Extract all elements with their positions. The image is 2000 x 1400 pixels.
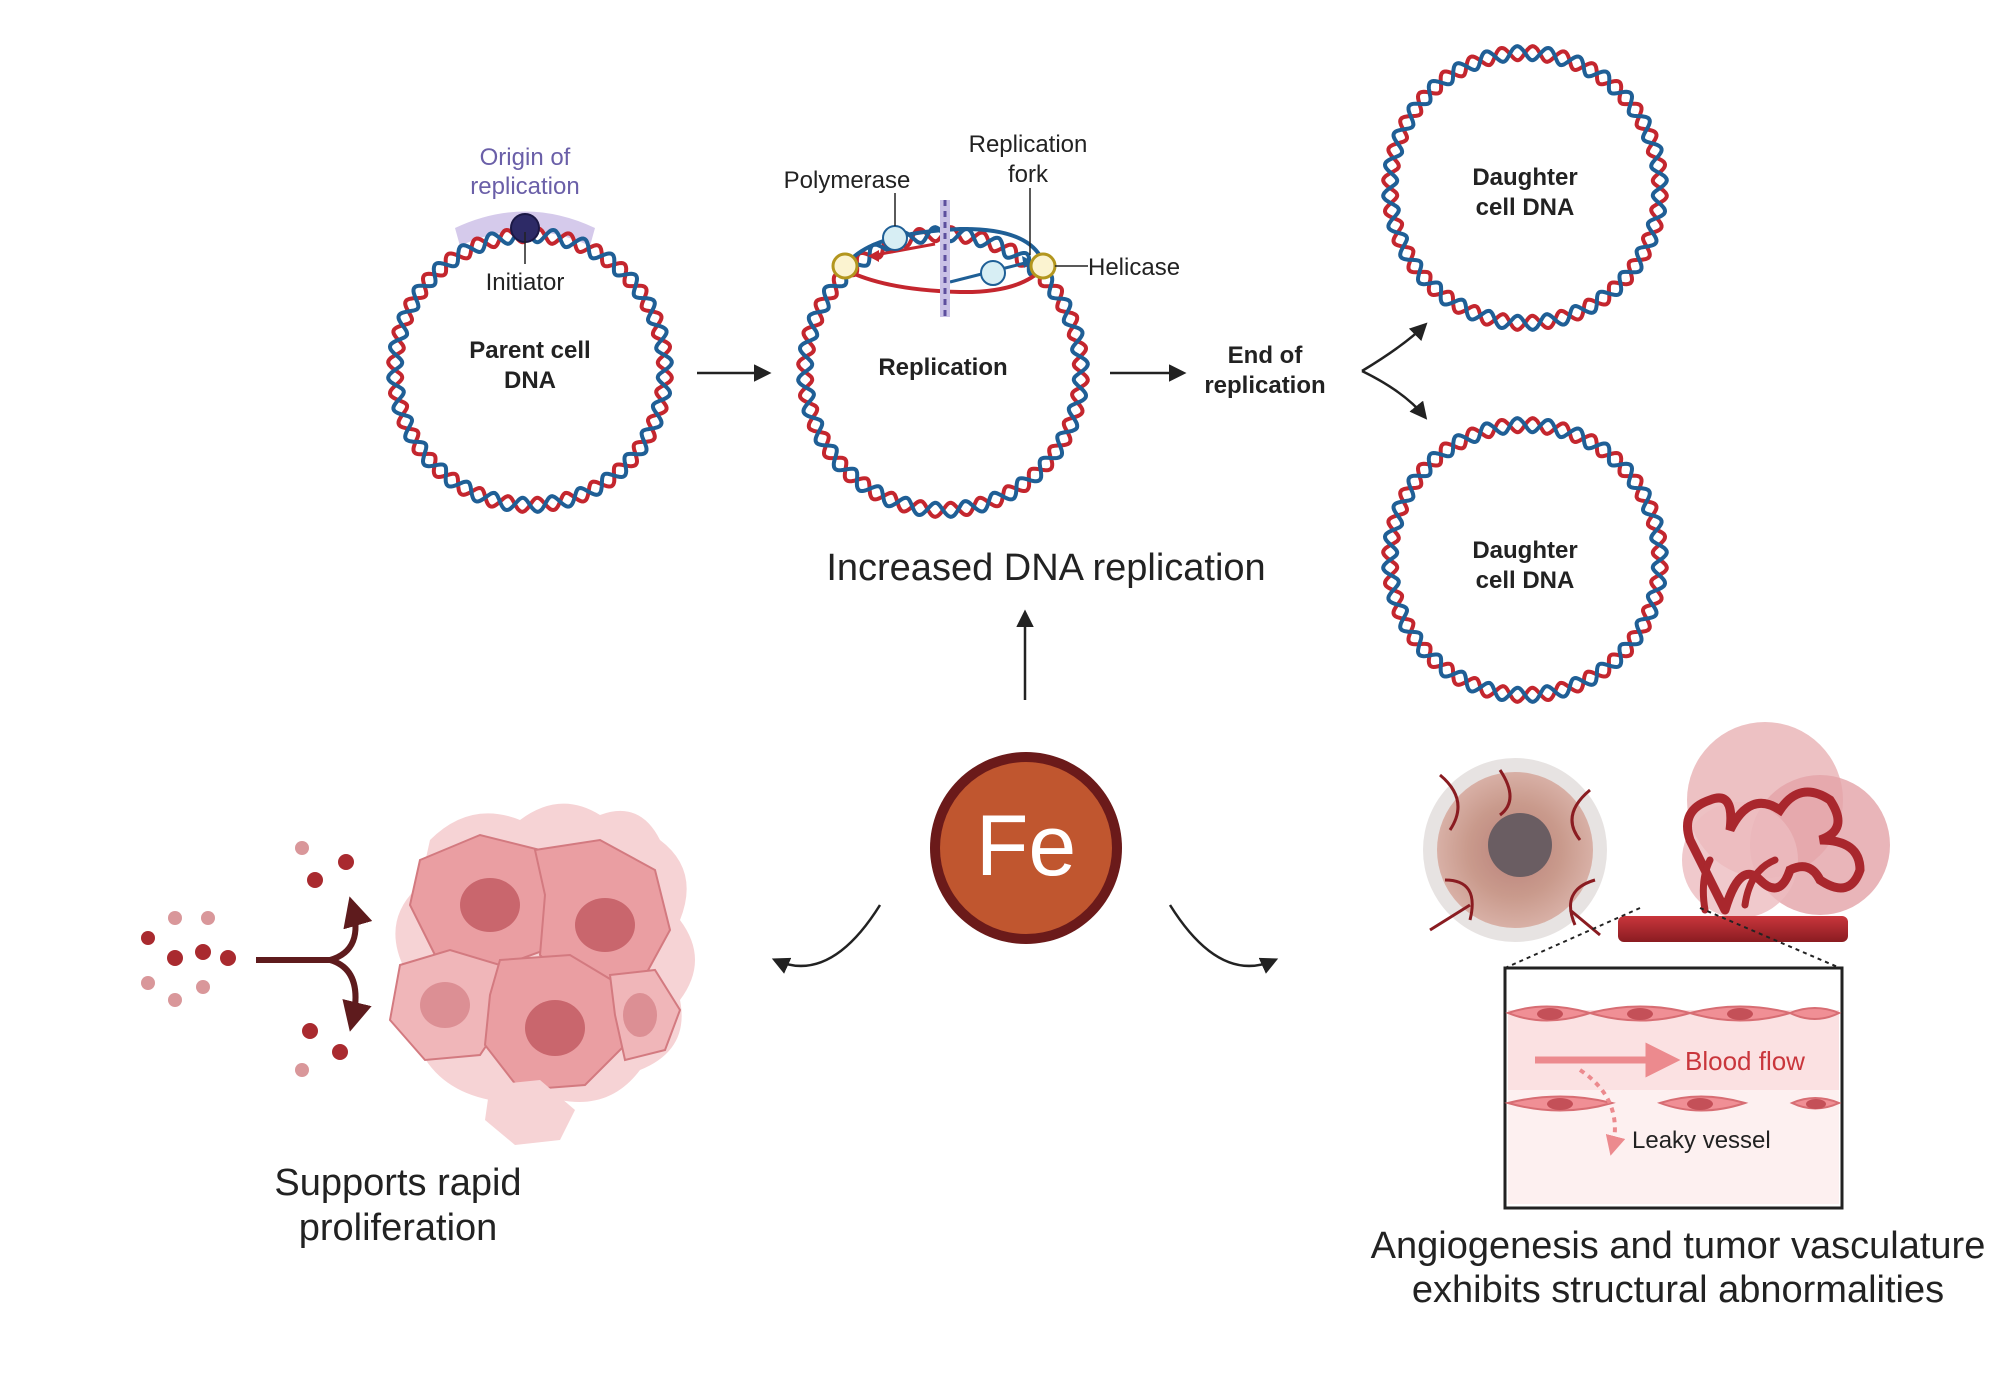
blood-vessel [1618, 916, 1848, 942]
daughter-dna-ring-bottom [1381, 416, 1669, 704]
helicase-label: Helicase [1088, 254, 1180, 281]
proliferating-cell-cluster [388, 803, 695, 1145]
daughter-bottom-line2: cell DNA [1476, 567, 1575, 594]
polymerase-label: Polymerase [784, 167, 911, 194]
bubble-strand-bottom [845, 266, 1045, 295]
initiator-label: Initiator [486, 269, 565, 296]
iron-particles [141, 841, 354, 1077]
dna-replication-caption: Increased DNA replication [826, 547, 1265, 589]
helicase-right [1029, 252, 1057, 280]
fe-symbol: Fe [976, 798, 1076, 894]
end-label-line2: replication [1204, 372, 1325, 399]
nucleus [420, 982, 470, 1028]
replication-dna-ring [796, 225, 1090, 519]
lagging-arrow [868, 250, 879, 262]
polymerase-bottom [980, 260, 1006, 286]
uptake-arrow [256, 896, 373, 1032]
parent-dna-ring [386, 226, 674, 514]
daughter-bottom-line1: Daughter [1472, 537, 1577, 564]
daughter-dna-ring-top [1381, 44, 1669, 332]
helicase-left [831, 252, 859, 280]
zoom-line-left [1504, 907, 1641, 969]
zoom-line-right [1699, 907, 1841, 969]
tumor-core [1488, 813, 1552, 877]
leading-arrow [1022, 256, 1032, 268]
nucleus [623, 993, 657, 1037]
endothelial-layer-top [1505, 1005, 1842, 1022]
fe-circle: Fe [930, 752, 1122, 944]
replication-label: Replication [878, 354, 1007, 381]
leaky-vessel-arrow [1578, 1068, 1626, 1156]
nucleus [525, 1000, 585, 1056]
end-label-line1: End of [1228, 342, 1304, 369]
origin-label-line2: replication [470, 173, 579, 200]
bubble-strand-top [844, 226, 1045, 267]
daughter-top-line1: Daughter [1472, 164, 1577, 191]
nucleus [575, 898, 635, 952]
fork-label-line1: Replication [969, 131, 1088, 158]
fork-label-line2: fork [1008, 161, 1049, 188]
nucleus [460, 878, 520, 932]
blood-flow-label: Blood flow [1685, 1046, 1805, 1076]
parent-dna-group: Origin of replication Initiator Parent c… [386, 144, 674, 514]
proliferation-caption-line2: proliferation [299, 1207, 498, 1249]
arrow-to-daughter-top [1361, 322, 1428, 373]
endothelial-layer-bottom [1504, 1095, 1842, 1112]
vasculature-caption-line1: Angiogenesis and tumor vasculature [1371, 1225, 1986, 1267]
daughter-dna-bottom-group: Daughter cell DNA [1381, 416, 1669, 704]
vasculature-caption-line2: exhibits structural abnormalities [1412, 1269, 1944, 1311]
dna-strand-blue [1381, 416, 1669, 704]
daughter-top-line2: cell DNA [1476, 194, 1575, 221]
angiogenic-tumor [1682, 722, 1890, 918]
vessel-zoom-panel: Blood flow Leaky vessel [1503, 966, 1844, 1210]
arrow-fe-to-vasculature [1168, 904, 1279, 974]
arrow-to-daughter-bottom [1361, 369, 1428, 420]
replication-dna-group: Polymerase Replication fork Helicase Rep… [784, 131, 1266, 589]
proliferation-caption-line1: Supports rapid [274, 1162, 521, 1204]
polymerase-top [882, 225, 908, 251]
origin-label-line1: Origin of [480, 144, 571, 171]
leaky-vessel-label: Leaky vessel [1632, 1127, 1771, 1154]
daughter-dna-top-group: Daughter cell DNA [1381, 44, 1669, 332]
tumor-with-vessels [1423, 758, 1607, 942]
dna-strand-blue [1381, 44, 1669, 332]
lagging-strand-new [874, 242, 936, 257]
parent-label-line1: Parent cell [469, 337, 590, 364]
parent-label-line2: DNA [504, 367, 556, 394]
arrow-fe-to-proliferation [771, 904, 882, 974]
dna-strand-blue [386, 226, 674, 514]
dna-strand-blue [796, 225, 1090, 519]
